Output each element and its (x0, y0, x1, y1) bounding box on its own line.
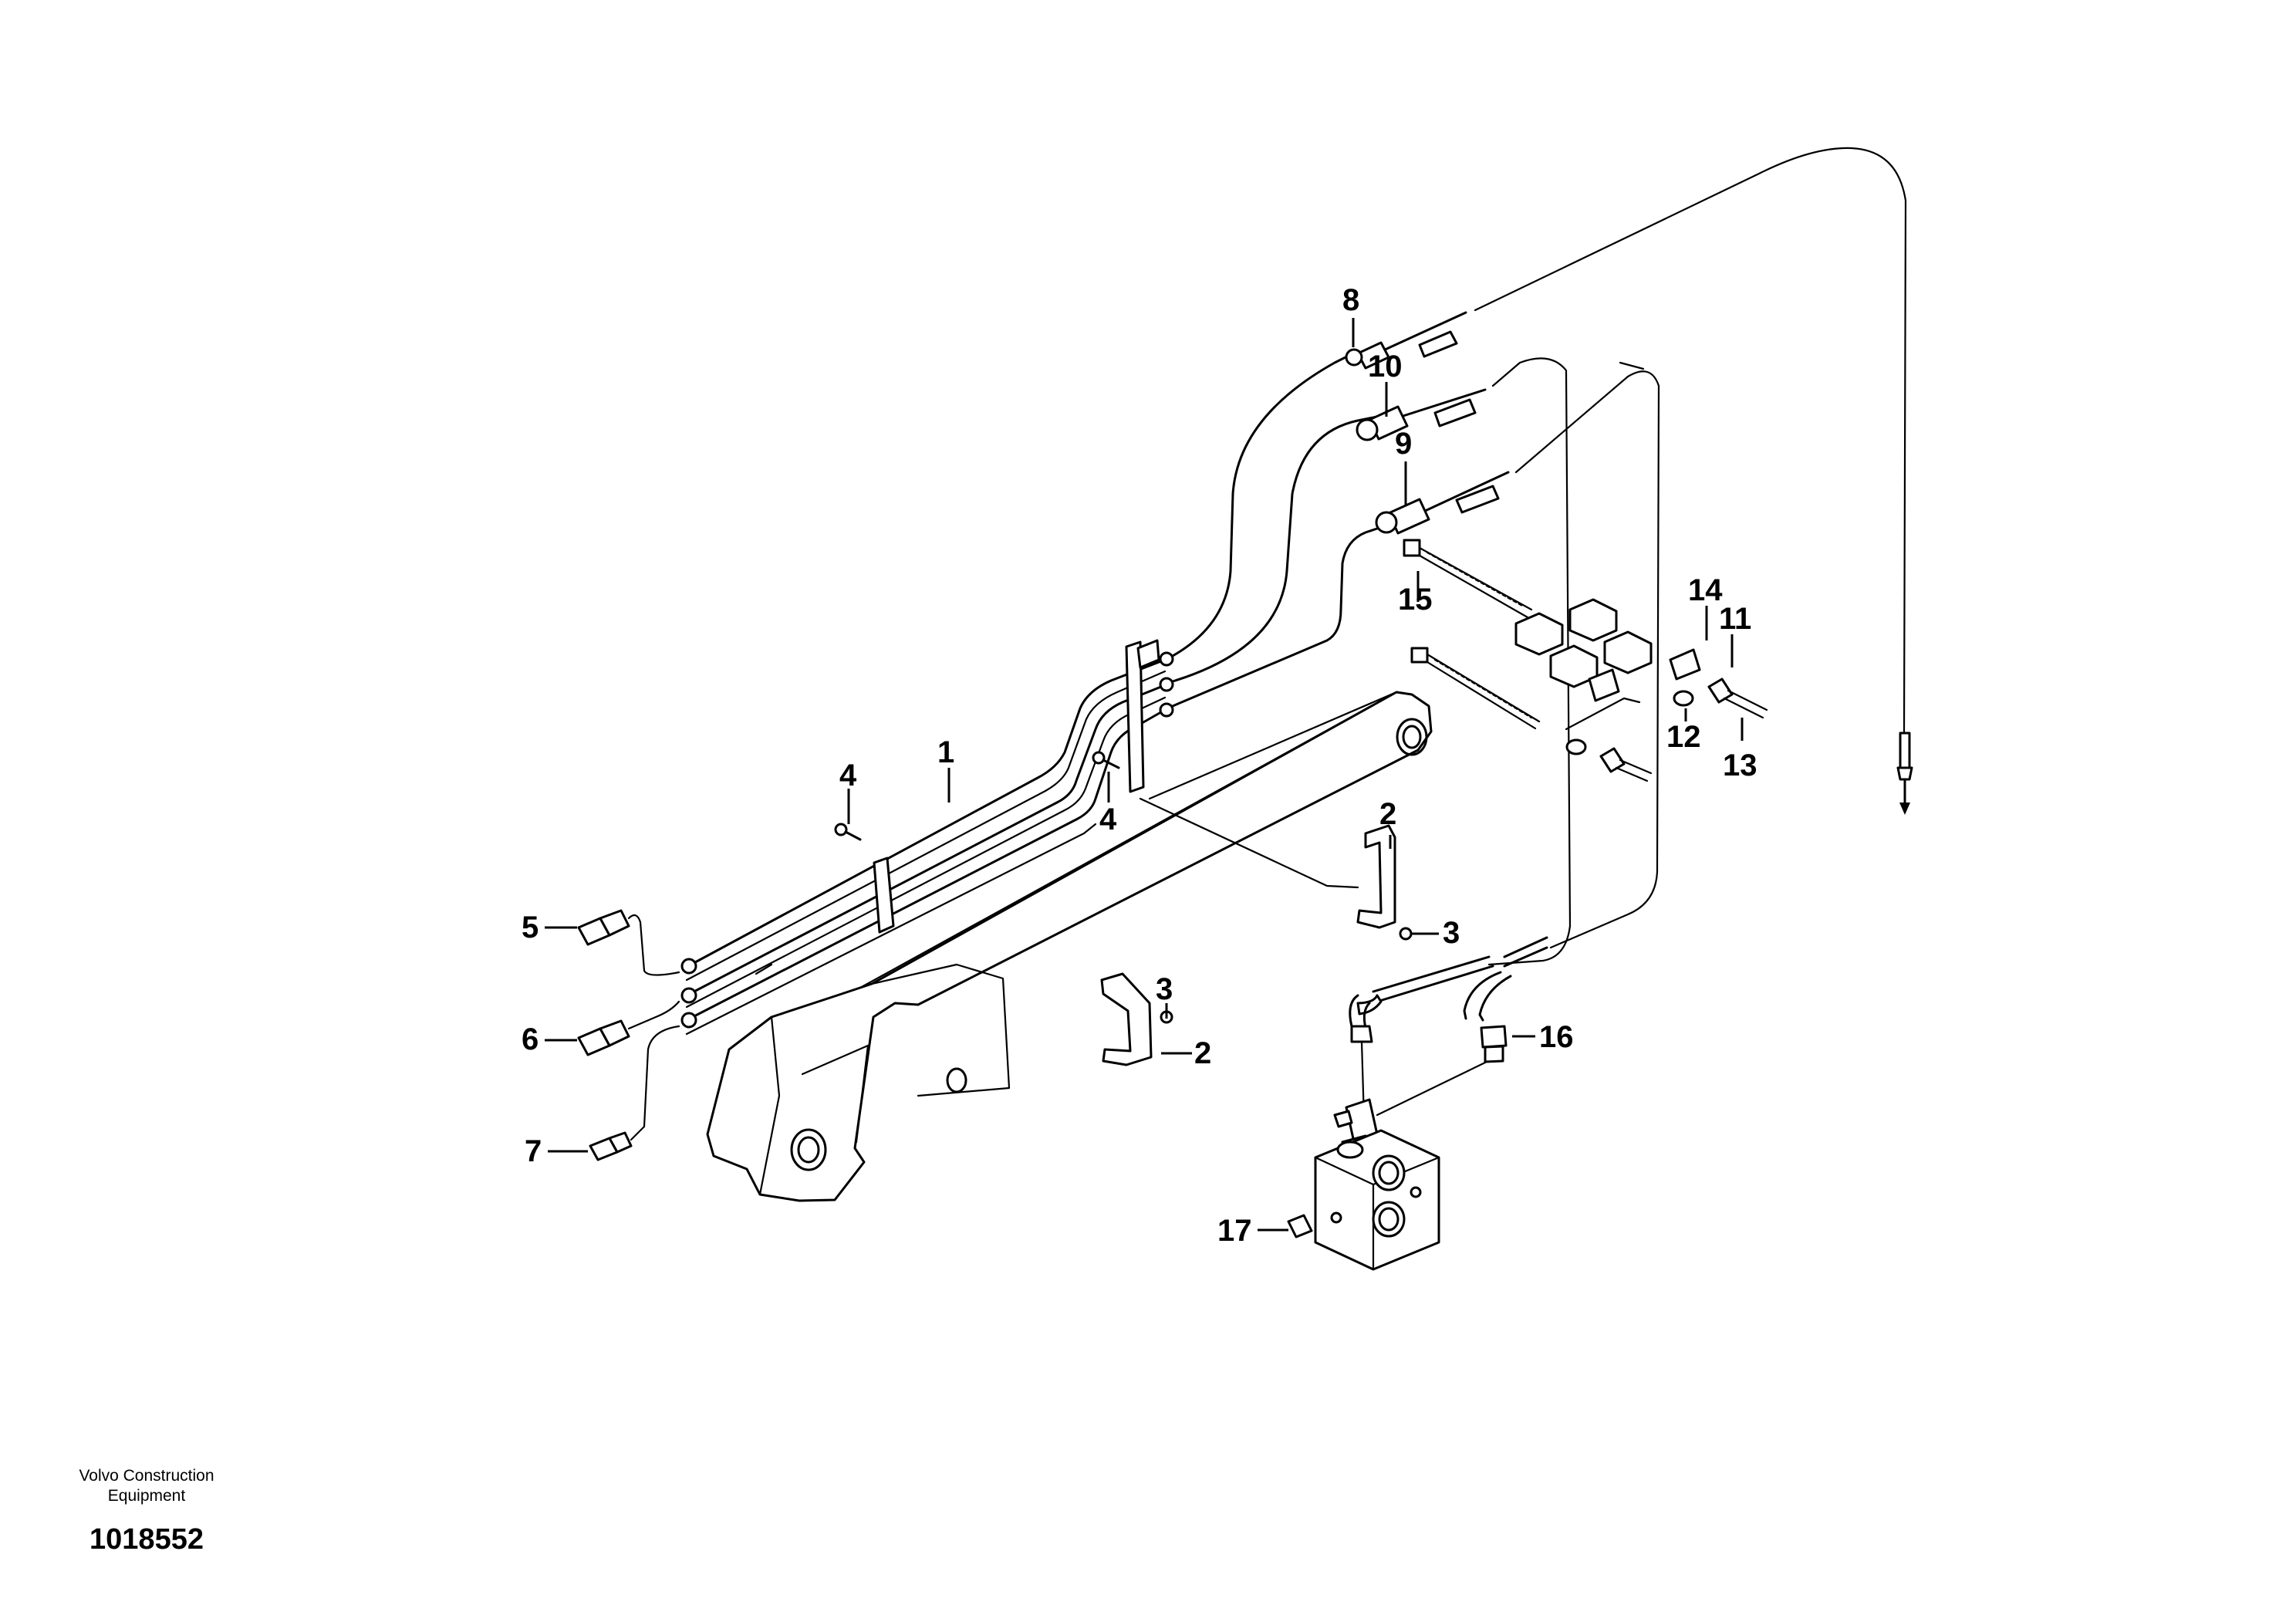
leader-lines (545, 318, 1744, 1232)
cable-tie (1403, 539, 1541, 730)
callout-4-mid: 4 (1099, 803, 1117, 836)
bracket (1100, 824, 1396, 1066)
callout-2-lower: 2 (1194, 1036, 1211, 1070)
valve-hose (1349, 936, 1548, 1120)
bolt (1565, 678, 1768, 782)
callout-4-left: 4 (839, 759, 857, 792)
callout-7: 7 (525, 1134, 542, 1168)
callout-2-upper: 2 (1379, 797, 1396, 831)
callout-1: 1 (937, 735, 954, 769)
callout-labels: 1 2 2 3 3 4 4 5 6 7 8 9 10 11 12 13 14 1… (522, 283, 1757, 1248)
hose-end-arrow (1896, 732, 1913, 815)
callout-11: 11 (1719, 602, 1751, 636)
callout-15: 15 (1398, 583, 1433, 617)
callout-12: 12 (1666, 720, 1701, 754)
tube-bundle (680, 651, 1174, 1036)
hose-clamp (1514, 598, 1701, 702)
tube-clamp-plate (873, 639, 1160, 934)
callout-17: 17 (1217, 1214, 1252, 1248)
hose-lines (1171, 147, 1907, 966)
callout-3-lower: 3 (1156, 972, 1173, 1006)
callout-13: 13 (1723, 748, 1757, 782)
callout-9: 9 (1395, 427, 1412, 461)
document-number: 1018552 (89, 1523, 204, 1556)
callout-3-right: 3 (1443, 916, 1460, 950)
callout-16: 16 (1539, 1020, 1574, 1054)
brand-line-2: Equipment (107, 1487, 186, 1505)
hose-fitting (1345, 330, 1500, 535)
callout-10: 10 (1368, 350, 1403, 384)
brand-line-1: Volvo Construction (79, 1467, 214, 1485)
callout-5: 5 (522, 911, 539, 944)
callout-6: 6 (522, 1022, 539, 1056)
callout-8: 8 (1342, 283, 1359, 317)
boom (706, 691, 1433, 1202)
valve-block (1287, 1129, 1440, 1271)
callout-14: 14 (1688, 573, 1723, 607)
hose-coupling (577, 909, 680, 1161)
footer: Volvo Construction Equipment 1018552 (46, 1466, 247, 1556)
